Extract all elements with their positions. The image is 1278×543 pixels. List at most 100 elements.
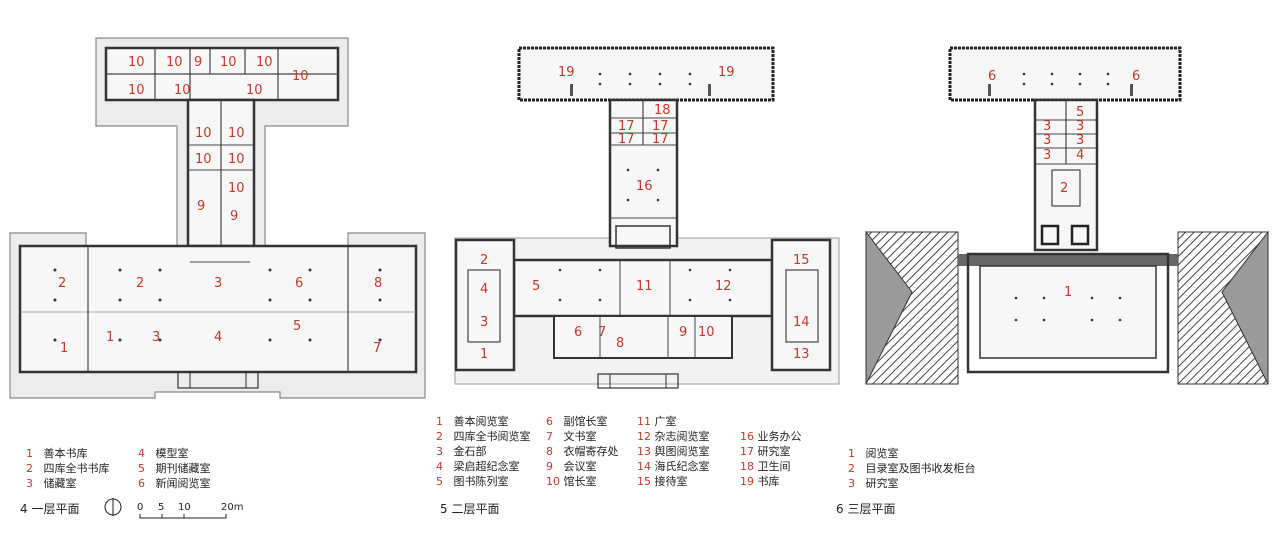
scale-label: 0 (137, 502, 143, 513)
f2-room-label: 11 (636, 279, 653, 294)
f1-room-label: 9 (194, 55, 202, 70)
f2-room-label: 17 (618, 119, 635, 134)
legend-item: 15 接待室 (637, 475, 688, 488)
legend-item: 2 四库全书阅览室 (436, 430, 531, 443)
north-arrow-icon (104, 498, 122, 516)
floor2-caption: 5 二层平面 (440, 502, 500, 516)
floor2-legend-col4: 16 业务办公 17 研究室 18 卫生间 19 书库 (740, 429, 802, 489)
legend-item: 2 四库全书书库 (26, 462, 110, 475)
floor1-legend-col1: 1 善本书库 2 四库全书书库 3 储藏室 (26, 446, 110, 491)
f2-room-label: 13 (793, 347, 810, 362)
f1-room-label: 10 (246, 83, 263, 98)
f1-room-label: 10 (228, 152, 245, 167)
f1-room-label: 9 (197, 199, 205, 214)
f1-room-label: 10 (228, 181, 245, 196)
f2-room-label: 14 (793, 315, 810, 330)
legend-item: 1 阅览室 (848, 447, 899, 460)
f3-room-label: 6 (988, 69, 996, 84)
f2-room-label: 8 (616, 336, 624, 351)
f2-room-label: 9 (679, 325, 687, 340)
legend-item: 6 副馆长室 (546, 415, 608, 428)
f2-room-label: 6 (574, 325, 582, 340)
legend-item: 4 模型室 (138, 447, 189, 460)
floor2-legend-col3: 11 广室 12 杂志阅览室 13 舆图阅览室 14 海氏纪念室 15 接待室 (637, 414, 710, 489)
floor3-plan: 6 6 5 3 3 3 3 3 4 2 1 (865, 46, 1269, 385)
f1-room-label: 10 (220, 55, 237, 70)
f1-room-label: 9 (230, 209, 238, 224)
scale-label: 20m (221, 502, 243, 513)
f3-room-label: 5 (1076, 105, 1084, 120)
f2-room-label: 12 (715, 279, 732, 294)
legend-item: 10 馆长室 (546, 475, 597, 488)
legend-item: 9 会议室 (546, 460, 597, 473)
scale-label: 5 (158, 502, 164, 513)
f1-room-label: 10 (228, 126, 245, 141)
f2-room-label: 16 (636, 179, 653, 194)
legend-item: 1 善本书库 (26, 447, 88, 460)
f3-room-label: 3 (1076, 119, 1084, 134)
f1-room-label: 10 (166, 55, 183, 70)
f2-room-label: 10 (698, 325, 715, 340)
scale-label: 10 (178, 502, 191, 513)
floor3-caption: 6 三层平面 (836, 502, 896, 516)
f1-room-label: 3 (214, 276, 222, 291)
f1-room-label: 2 (58, 276, 66, 291)
f1-room-label: 3 (152, 330, 160, 345)
floor3-legend: 1 阅览室 2 目录室及图书收发柜台 3 研究室 (848, 446, 976, 491)
f3-room-label: 4 (1076, 148, 1084, 163)
f2-room-label: 17 (652, 132, 669, 147)
f3-room-label: 6 (1132, 69, 1140, 84)
legend-item: 3 研究室 (848, 477, 899, 490)
legend-item: 5 图书陈列室 (436, 475, 509, 488)
f2-room-label: 18 (654, 103, 671, 118)
f1-room-label: 10 (128, 55, 145, 70)
legend-item: 7 文书室 (546, 430, 597, 443)
f1-room-label: 1 (106, 330, 114, 345)
floor1-caption: 4 一层平面 (20, 502, 80, 516)
legend-item: 18 卫生间 (740, 460, 791, 473)
f1-room-label: 10 (174, 83, 191, 98)
floor1-plan: 10 10 9 10 10 10 10 10 10 10 10 10 10 10… (9, 37, 426, 399)
f3-room-label: 3 (1043, 133, 1051, 148)
f1-room-label: 10 (128, 83, 145, 98)
legend-item: 19 书库 (740, 475, 780, 488)
legend-item: 3 储藏室 (26, 477, 77, 490)
f1-room-label: 5 (293, 319, 301, 334)
f3-room-label: 3 (1076, 133, 1084, 148)
f1-room-label: 6 (295, 276, 303, 291)
f1-room-label: 1 (60, 341, 68, 356)
f3-room-label: 3 (1043, 148, 1051, 163)
f1-room-label: 7 (373, 341, 381, 356)
legend-item: 1 善本阅览室 (436, 415, 509, 428)
legend-item: 12 杂志阅览室 (637, 430, 710, 443)
f2-room-label: 2 (480, 253, 488, 268)
f3-room-label: 1 (1064, 285, 1072, 300)
legend-item: 6 新闻阅览室 (138, 477, 211, 490)
f2-room-label: 7 (598, 325, 606, 340)
floor1-legend-col2: 4 模型室 5 期刊储藏室 6 新闻阅览室 (138, 446, 211, 491)
legend-item: 14 海氏纪念室 (637, 460, 710, 473)
legend-item: 8 衣帽寄存处 (546, 445, 619, 458)
legend-item: 5 期刊储藏室 (138, 462, 211, 475)
f1-room-label: 2 (136, 276, 144, 291)
scale-bar: 0 5 10 20m (137, 502, 243, 519)
f1-room-label: 10 (256, 55, 273, 70)
floor2-plan: 19 19 18 17 17 17 17 16 2 4 3 1 5 11 12 … (454, 46, 840, 389)
legend-item: 2 目录室及图书收发柜台 (848, 462, 976, 475)
f2-room-label: 3 (480, 315, 488, 330)
legend-item: 11 广室 (637, 415, 677, 428)
f2-room-label: 19 (558, 65, 575, 80)
f1-room-label: 10 (195, 152, 212, 167)
f3-room-label: 3 (1043, 119, 1051, 134)
legend-item: 3 金石部 (436, 445, 487, 458)
f2-room-label: 1 (480, 347, 488, 362)
f2-room-label: 19 (718, 65, 735, 80)
f2-room-label: 17 (652, 119, 669, 134)
f1-room-label: 10 (292, 69, 309, 84)
f2-room-label: 15 (793, 253, 810, 268)
floor2-legend-col1: 1 善本阅览室 2 四库全书阅览室 3 金石部 4 梁启超纪念室 5 图书陈列室 (436, 414, 531, 489)
legend-item: 16 业务办公 (740, 430, 802, 443)
floor2-legend-col2: 6 副馆长室 7 文书室 8 衣帽寄存处 9 会议室 10 馆长室 (546, 414, 619, 489)
f1-room-label: 4 (214, 330, 222, 345)
